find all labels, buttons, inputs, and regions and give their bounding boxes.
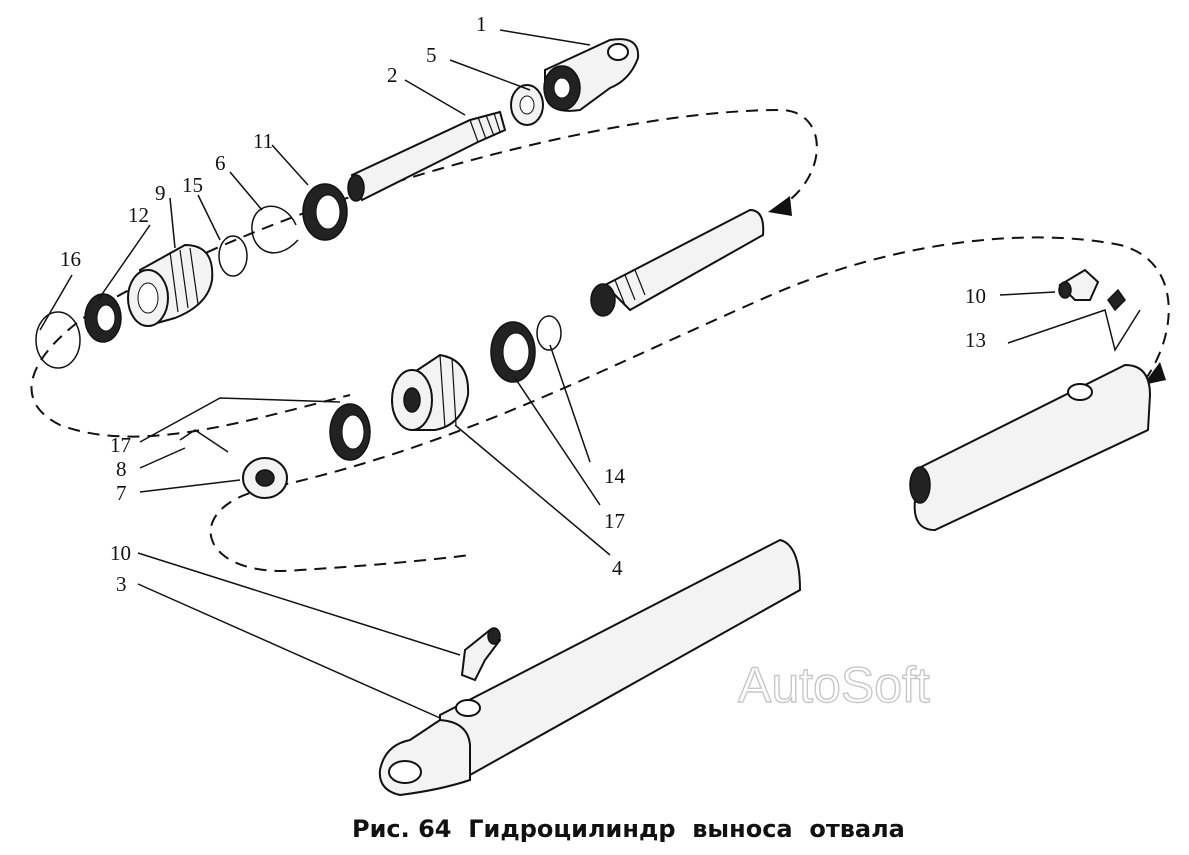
rod-subassembly xyxy=(590,208,765,317)
callout-3: 3 xyxy=(116,572,127,596)
part-14-o-ring xyxy=(536,315,562,351)
part-3-cylinder-assembly xyxy=(378,538,802,797)
part-6-snap-ring xyxy=(251,205,299,254)
part-2-rod xyxy=(347,110,507,202)
callout-10-right: 10 xyxy=(965,284,986,308)
callout-13: 13 xyxy=(965,328,986,352)
part-16-ring xyxy=(35,311,81,369)
part-15-o-ring xyxy=(218,235,248,277)
arrow-lower xyxy=(1143,362,1166,385)
part-11-bushing xyxy=(302,183,348,241)
watermark: AutoSoft xyxy=(738,657,930,713)
part-5-washer xyxy=(510,84,544,126)
part-1-rod-eye xyxy=(543,38,640,112)
callout-12: 12 xyxy=(128,203,149,227)
part-17-guide-ring-left xyxy=(329,403,371,461)
callout-17-right: 17 xyxy=(604,509,625,533)
part-10-fitting-right xyxy=(1058,268,1100,301)
callout-2: 2 xyxy=(387,63,398,87)
part-17-guide-ring-right xyxy=(490,321,536,383)
callout-15: 15 xyxy=(182,173,203,197)
leader-lines xyxy=(39,29,1141,719)
part-8-cotter-pin xyxy=(179,429,229,453)
assembly-path-lower xyxy=(209,236,1170,572)
callout-7: 7 xyxy=(116,481,127,505)
callout-4: 4 xyxy=(612,556,623,580)
callout-5: 5 xyxy=(426,43,437,67)
callout-6: 6 xyxy=(215,151,226,175)
callout-11: 11 xyxy=(253,129,273,153)
callout-14: 14 xyxy=(604,464,626,488)
part-9-cylinder-head xyxy=(127,243,214,327)
callout-16: 16 xyxy=(60,247,81,271)
part-12-seal xyxy=(84,293,122,343)
arrow-upper xyxy=(768,196,792,216)
callout-10-lower: 10 xyxy=(110,541,131,565)
part-7-castle-nut xyxy=(242,457,288,499)
cylinder-tube-right xyxy=(909,363,1152,532)
part-13-valve xyxy=(1107,288,1126,312)
part-4-piston xyxy=(391,353,470,431)
figure-caption: Рис. 64 Гидроцилиндр выноса отвала xyxy=(352,815,905,843)
callout-1: 1 xyxy=(476,12,487,36)
part-10-fitting-lower xyxy=(460,627,502,682)
callout-9: 9 xyxy=(155,181,166,205)
callout-17-left: 17 xyxy=(110,433,131,457)
callout-8: 8 xyxy=(116,457,127,481)
